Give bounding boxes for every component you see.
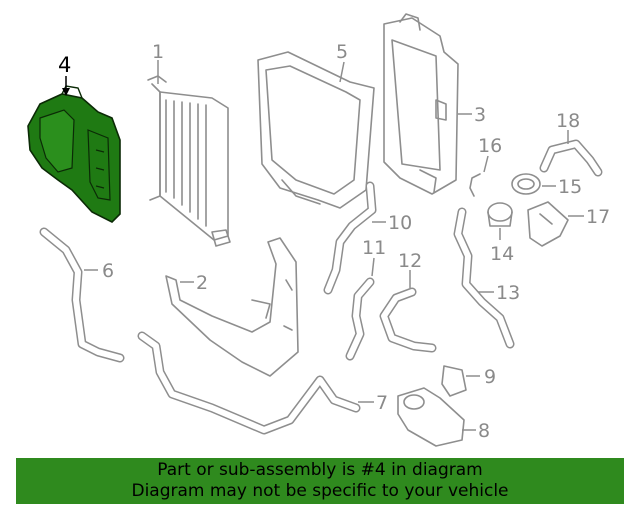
part-1-radiator[interactable] (147, 75, 231, 247)
callout-15: 15 (558, 176, 582, 198)
part-5-fan-shroud[interactable] (257, 51, 375, 209)
part-14-cap[interactable] (487, 202, 513, 227)
part-2-carrier[interactable] (165, 237, 299, 377)
part-13-hose[interactable] (453, 207, 515, 349)
part-17-bracket[interactable] (527, 201, 569, 247)
callout-8: 8 (478, 420, 490, 442)
part-3-condenser[interactable] (383, 13, 459, 195)
callout-18: 18 (556, 110, 580, 132)
callout-14: 14 (490, 243, 514, 265)
callout-11: 11 (362, 237, 386, 259)
callout-3: 3 (474, 104, 486, 126)
parts-diagram: 4 1 5 3 16 18 15 (27, 13, 610, 447)
part-4-air-duct[interactable] (27, 85, 121, 223)
callout-7: 7 (376, 392, 388, 414)
banner-line-1: Part or sub-assembly is #4 in diagram (157, 460, 483, 480)
callout-5: 5 (336, 41, 348, 63)
callout-10: 10 (388, 212, 412, 234)
part-11-hose[interactable] (345, 277, 375, 361)
part-18-hose[interactable] (539, 139, 603, 177)
callout-4: 4 (58, 53, 71, 77)
callout-17: 17 (586, 206, 610, 228)
part-7-coolant-line[interactable] (137, 331, 361, 435)
part-8-pump[interactable] (397, 387, 465, 447)
part-12-hose[interactable] (379, 287, 437, 353)
part-9-bracket[interactable] (441, 365, 467, 397)
part-15-seal-ring[interactable] (511, 173, 541, 195)
info-banner: Part or sub-assembly is #4 in diagram Di… (16, 458, 624, 504)
part-10-hose[interactable] (323, 181, 377, 295)
part-6-hose[interactable] (39, 227, 125, 363)
callout-13: 13 (496, 282, 520, 304)
callout-9: 9 (484, 366, 496, 388)
callout-2: 2 (196, 272, 208, 294)
part-16-clip[interactable] (469, 173, 481, 197)
callout-16: 16 (478, 135, 502, 157)
callout-6: 6 (102, 260, 114, 282)
callout-12: 12 (398, 250, 422, 272)
banner-line-2: Diagram may not be specific to your vehi… (131, 481, 509, 501)
callout-1: 1 (152, 41, 164, 63)
